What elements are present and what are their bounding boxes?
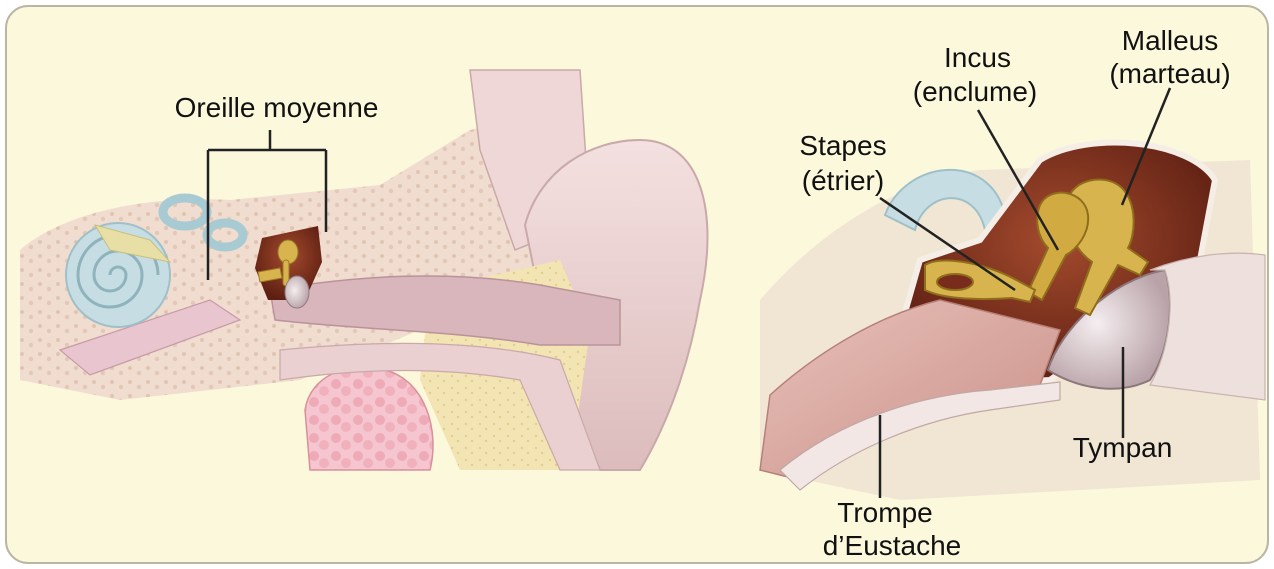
- label-malleus: Malleus: [1100, 25, 1240, 57]
- label-stapes: Stapes: [778, 130, 908, 162]
- label-oreille-moyenne: Oreille moyenne: [134, 92, 419, 124]
- label-eustache: d’Eustache: [792, 530, 992, 562]
- label-incus: Incus: [915, 42, 1040, 74]
- label-trompe: Trompe: [815, 497, 955, 529]
- label-tympan: Tympan: [1050, 432, 1195, 464]
- label-stapes-fr: (étrier): [778, 165, 908, 197]
- small-eardrum: [285, 276, 309, 308]
- label-malleus-fr: (marteau): [1085, 58, 1255, 90]
- label-incus-fr: (enclume): [880, 76, 1070, 108]
